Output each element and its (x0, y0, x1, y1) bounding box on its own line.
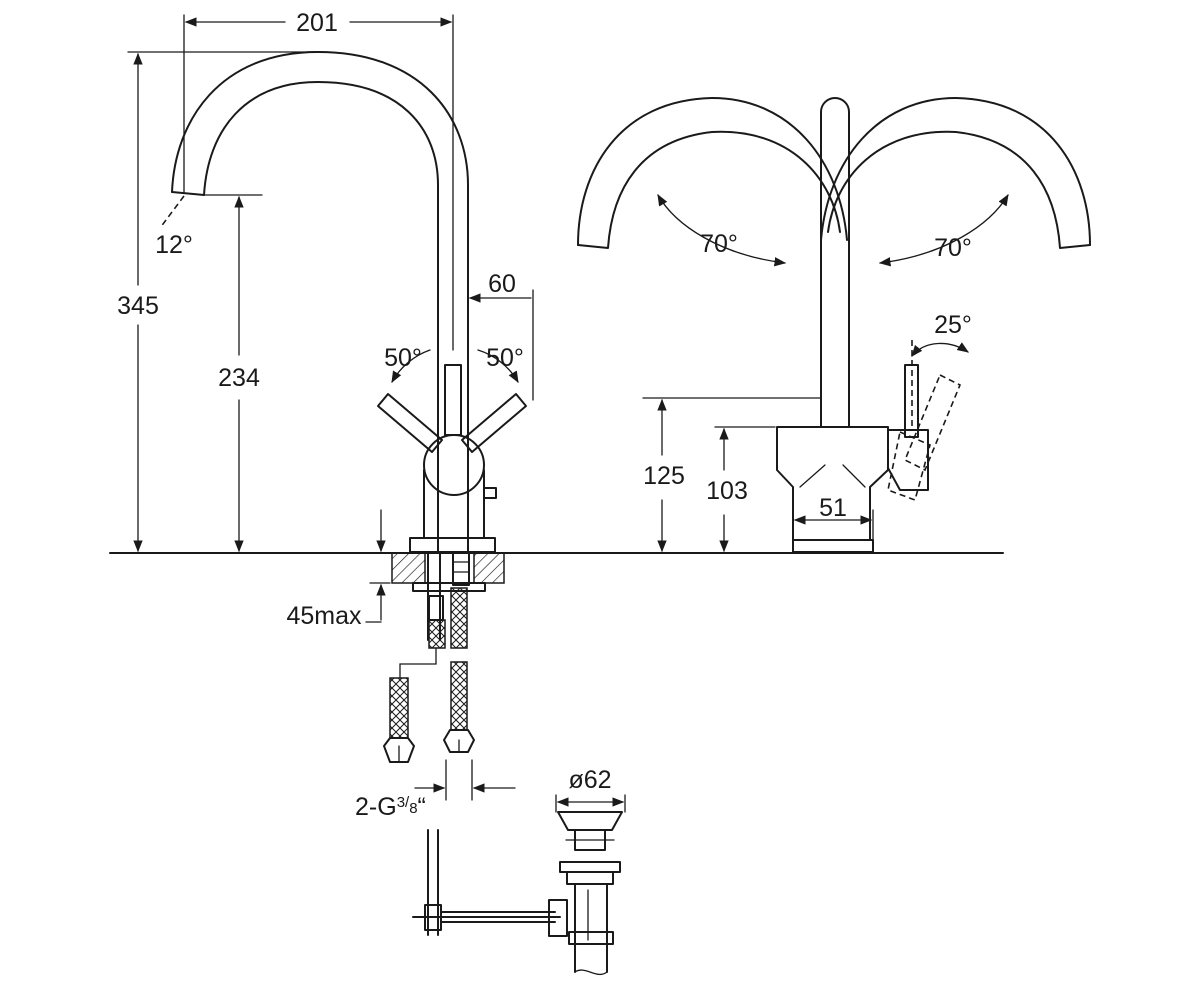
body-front-view (776, 364, 962, 553)
dim-connection-num: 3 (397, 794, 405, 811)
deck-mount-section (391, 552, 505, 641)
dim-connection-prefix: 2-G (355, 793, 397, 821)
dim-spout-reach: 201 (296, 9, 338, 37)
dim-base-width: 51 (819, 494, 847, 522)
dim-connection-thread: 2-G3/8“ (355, 793, 426, 821)
pop-up-drain (412, 811, 623, 976)
dim-body-height: 125 (643, 462, 685, 490)
dim-handle-offset: 60 (488, 270, 516, 298)
dim-connection-suffix: “ (418, 793, 426, 821)
dim-swivel-right: 70° (934, 234, 972, 262)
dim-connection-slash: / (405, 794, 410, 811)
dim-connection-den: 8 (409, 800, 417, 817)
handles-side-view (377, 364, 527, 553)
spout-side-view (159, 51, 469, 553)
dim-swivel-left: 70° (700, 230, 738, 258)
dim-spout-angle: 12° (155, 231, 193, 259)
dim-lever-angle: 25° (934, 311, 972, 339)
dim-total-height: 345 (117, 292, 159, 320)
supply-hoses (383, 587, 475, 763)
dimension-lines (127, 14, 1009, 813)
dim-spout-height: 234 (218, 364, 260, 392)
dim-drain-diameter: ø62 (568, 766, 611, 794)
dim-handle-right-angle: 50° (486, 344, 524, 372)
dim-base-height: 103 (706, 477, 748, 505)
dim-handle-left-angle: 50° (384, 344, 422, 372)
dim-deck-thickness: 45max (286, 602, 362, 630)
spout-front-view (577, 97, 1091, 428)
